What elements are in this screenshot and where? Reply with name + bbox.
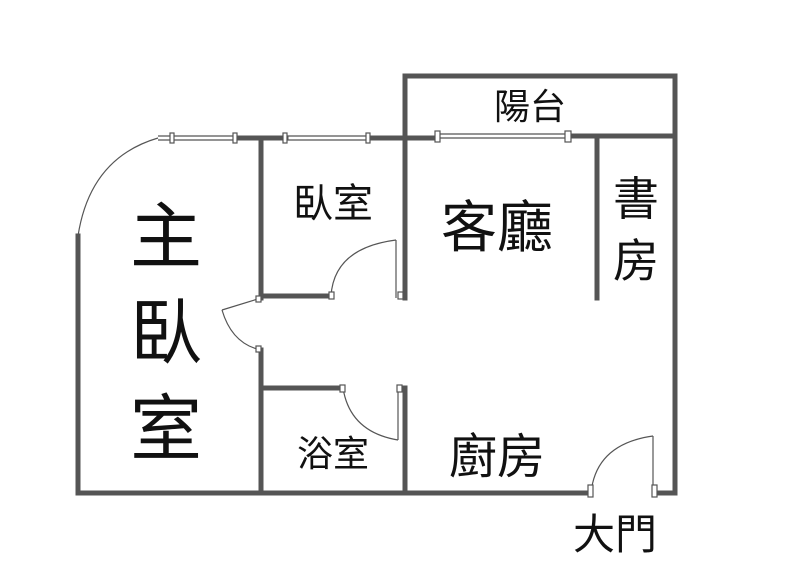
label-master-bedroom: 主臥室 bbox=[130, 195, 202, 471]
windows bbox=[158, 130, 572, 144]
label-main-door: 大門 bbox=[573, 510, 657, 559]
door-arc-bathroom bbox=[342, 387, 399, 441]
door-arc-master bbox=[221, 309, 262, 351]
room-labels: 陽台 臥室 客廳 浴室 廚房 大門 書房 主臥室 bbox=[130, 87, 659, 559]
label-living-room: 客廳 bbox=[441, 196, 553, 261]
window-tick bbox=[232, 132, 238, 144]
window-tick bbox=[282, 132, 288, 144]
door-arc-master-corner bbox=[77, 137, 159, 237]
door-arc-main bbox=[590, 435, 654, 494]
doors bbox=[77, 137, 658, 498]
label-bathroom: 浴室 bbox=[297, 434, 369, 475]
label-study: 書房 bbox=[613, 172, 659, 288]
window-tick bbox=[564, 130, 572, 143]
walls bbox=[75, 73, 678, 496]
label-bedroom: 臥室 bbox=[293, 181, 373, 227]
window-tick bbox=[365, 132, 371, 144]
label-balcony: 陽台 bbox=[494, 87, 566, 128]
door-arc-bedroom bbox=[330, 239, 397, 297]
label-kitchen: 廚房 bbox=[449, 429, 545, 485]
door-leaf-master bbox=[221, 297, 262, 311]
window-tick bbox=[434, 130, 441, 143]
window-tick bbox=[169, 132, 175, 144]
